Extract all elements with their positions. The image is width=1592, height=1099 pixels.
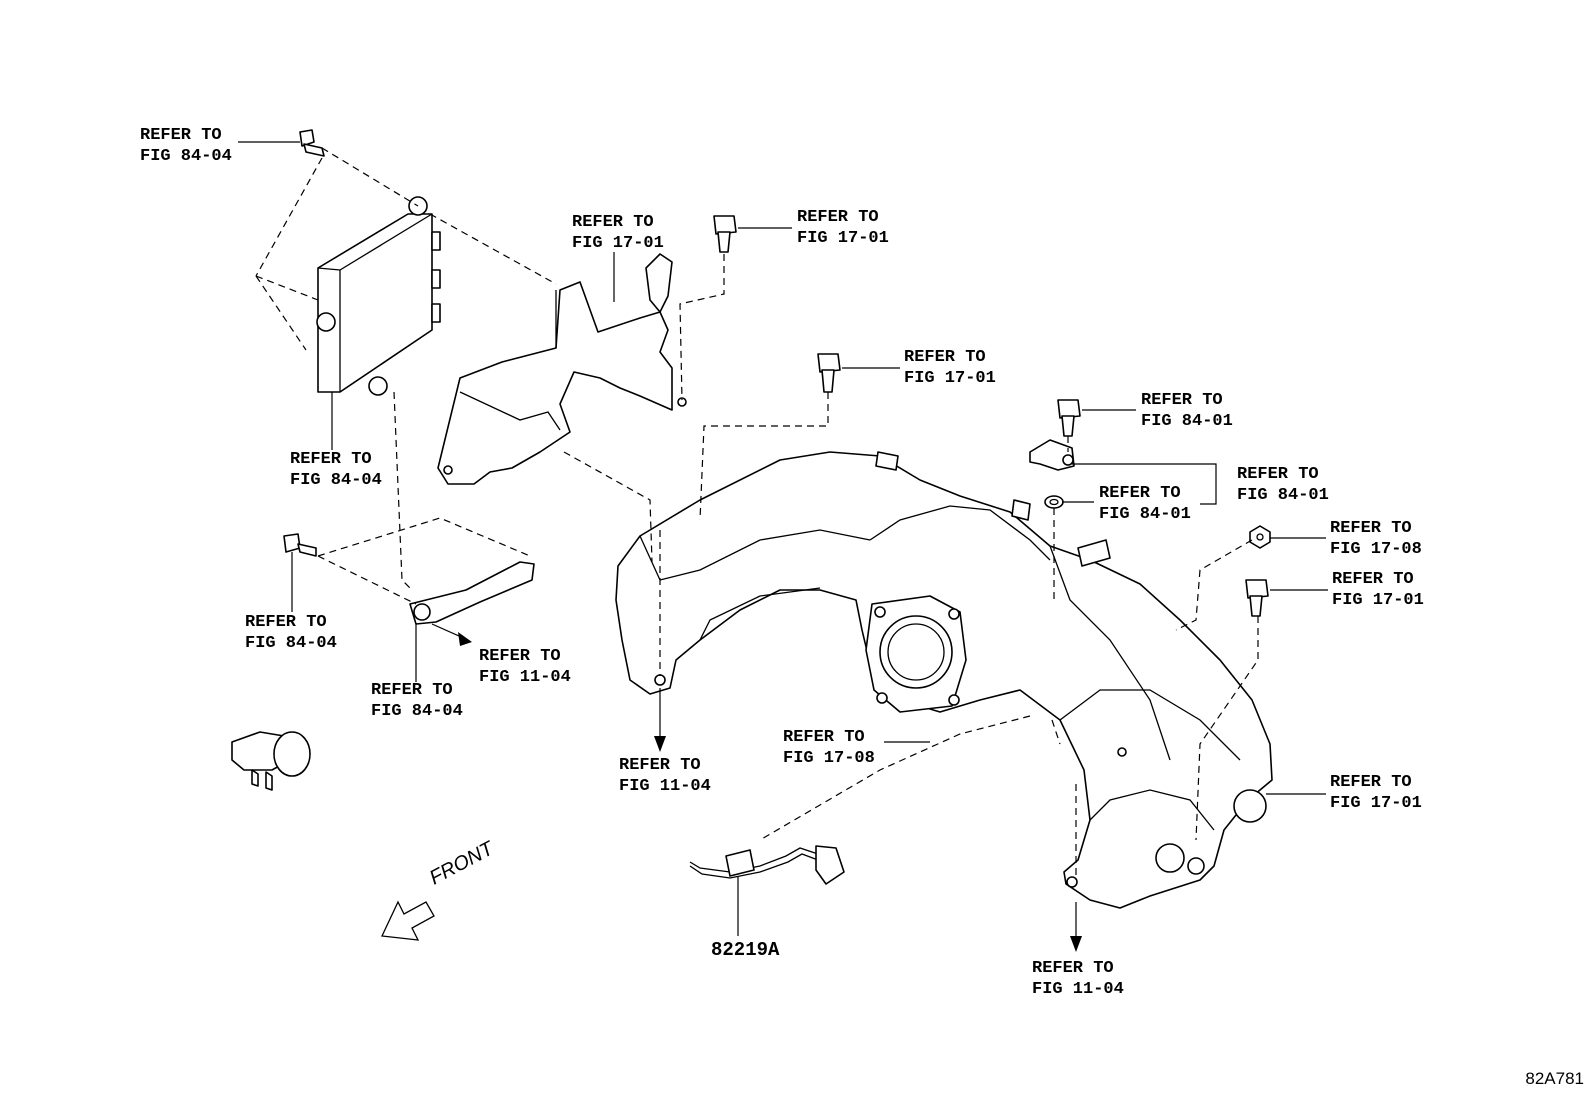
- wire-harness: [689, 845, 845, 885]
- link-bracket: [409, 561, 535, 625]
- solenoid-valve: [231, 731, 311, 791]
- link-bolt: [283, 533, 317, 557]
- figure-id: 82A781: [1525, 1069, 1584, 1088]
- bracket-bolt: [713, 215, 737, 253]
- o-ring: [1044, 495, 1064, 509]
- front-arrow-icon: [381, 900, 435, 941]
- nut: [1249, 525, 1271, 549]
- leader-lines: [238, 141, 1328, 944]
- manifold-bolt-top: [817, 353, 841, 393]
- manifold-bolt-right: [1245, 579, 1269, 617]
- part-number-label: 82219A: [711, 939, 780, 961]
- ecu-module: [316, 196, 441, 396]
- ecu-bolt: [299, 129, 325, 157]
- ecu-bracket: [437, 253, 687, 485]
- pressure-sensor: [1029, 439, 1075, 471]
- assembly-lines: [255, 147, 1259, 876]
- sensor-bolt: [1057, 399, 1081, 437]
- arrowheads: [458, 632, 1082, 952]
- intake-manifold: [615, 451, 1273, 909]
